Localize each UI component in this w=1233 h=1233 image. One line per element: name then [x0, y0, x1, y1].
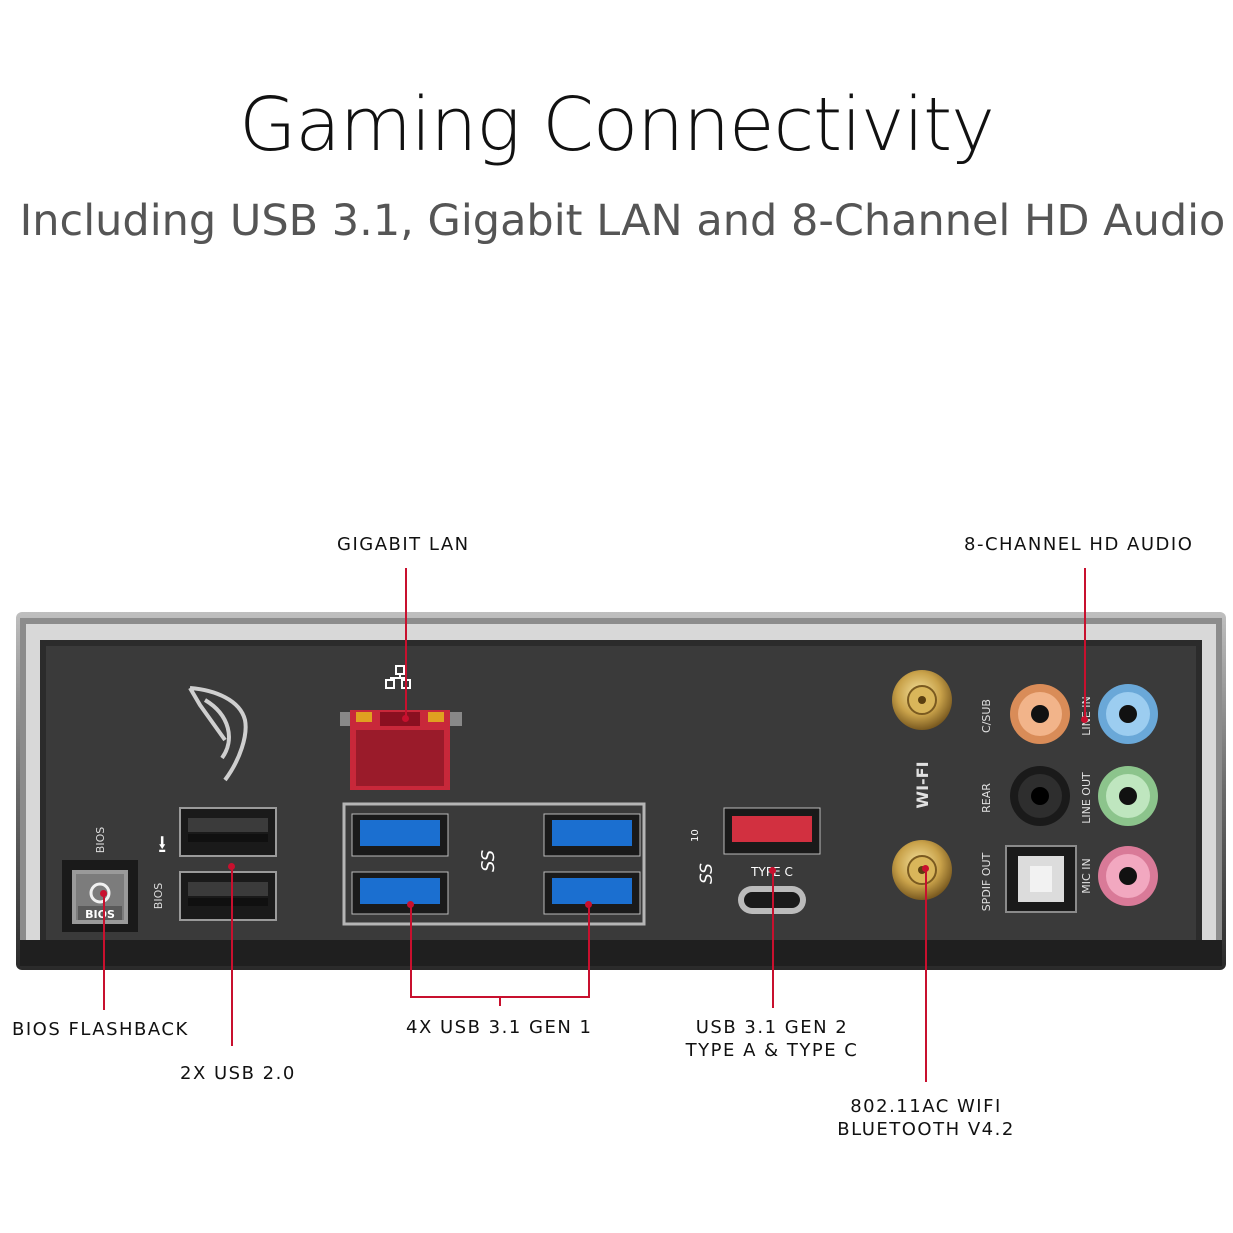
usb-symbol-icon: ⭳: [158, 830, 166, 858]
audio-callout-line: [1084, 568, 1086, 720]
usb31g2-callout-label-2: TYPE A & TYPE C: [685, 1040, 859, 1061]
wifi-callout-label-2: BLUETOOTH V4.2: [837, 1119, 1015, 1140]
usb2-callout-dot: [228, 863, 235, 870]
csub-label: C/SUB: [980, 699, 993, 733]
usb2-port-bottom[interactable]: [179, 871, 277, 921]
wifi-label: WI-FI: [913, 761, 932, 808]
gigabit-lan-port[interactable]: [340, 710, 462, 790]
usb2-callout-label: 2X USB 2.0: [180, 1063, 296, 1084]
bios-side-label: BIOS: [152, 883, 165, 909]
page-subtitle: Including USB 3.1, Gigabit LAN and 8-Cha…: [19, 196, 1226, 246]
ss10-number: 10: [690, 829, 701, 842]
usb31g1-callout-line-left: [410, 904, 412, 998]
usb31g2-callout-line: [772, 870, 774, 1008]
usb31g1-callout-line-stem: [499, 996, 501, 1006]
usb31g1-callout-dot-right: [585, 901, 592, 908]
wifi-callout-dot: [922, 865, 929, 872]
audio-callout-dot: [1081, 716, 1088, 723]
lan-callout-line: [405, 568, 407, 718]
audio-callout-label: 8-CHANNEL HD AUDIO: [964, 534, 1194, 555]
rear-label: REAR: [980, 783, 993, 813]
usb3-gen1-port-2[interactable]: [543, 813, 641, 857]
usb31g1-callout-label: 4X USB 3.1 GEN 1: [406, 1017, 593, 1038]
wifi-callout-label-1: 802.11AC WIFI: [850, 1096, 1002, 1117]
bios-callout-dot: [100, 890, 107, 897]
usb3-gen1-block: SS: [342, 802, 646, 926]
wifi-antenna-top[interactable]: [892, 670, 952, 730]
line-out-label: LINE OUT: [1080, 772, 1093, 824]
lan-icon: [385, 665, 411, 689]
spdif-out-port[interactable]: [1005, 845, 1077, 913]
lan-callout-label: GIGABIT LAN: [337, 534, 470, 555]
usb3-gen1-port-1[interactable]: [351, 813, 449, 857]
bios-flashback-button[interactable]: BIOS: [62, 860, 138, 932]
bios-top-label: BIOS: [94, 827, 107, 853]
usb31g1-callout-line-right: [588, 904, 590, 998]
lan-callout-dot: [402, 715, 409, 722]
audio-jack-csub[interactable]: [1010, 684, 1070, 744]
ss-logo-gen1: SS: [478, 850, 499, 872]
bios-button-label: BIOS: [85, 908, 115, 921]
bios-callout-line: [103, 892, 105, 1010]
wifi-callout-line: [925, 868, 927, 1082]
usb31g2-callout-label-1: USB 3.1 GEN 2: [695, 1017, 849, 1038]
audio-jack-line-out[interactable]: [1098, 766, 1158, 826]
rog-logo: [188, 686, 248, 782]
usb2-callout-line: [231, 866, 233, 1046]
usb3-gen1-port-3[interactable]: [351, 871, 449, 915]
spdif-label: SPDIF OUT: [980, 852, 993, 911]
page-title: Gaming Connectivity: [239, 82, 995, 168]
usb31g2-callout-dot: [769, 867, 776, 874]
mic-in-label: MIC IN: [1080, 858, 1093, 893]
ss10-logo: SS: [697, 863, 717, 884]
bios-callout-label: BIOS FLASHBACK: [12, 1019, 189, 1040]
audio-jack-rear[interactable]: [1010, 766, 1070, 826]
audio-jack-line-in[interactable]: [1098, 684, 1158, 744]
usb3-gen1-port-4[interactable]: [543, 871, 641, 915]
usb31g1-callout-dot-left: [407, 901, 414, 908]
usb2-port-top[interactable]: [179, 807, 277, 857]
usb31-gen2-type-a-port[interactable]: [723, 807, 821, 855]
audio-jack-mic-in[interactable]: [1098, 846, 1158, 906]
